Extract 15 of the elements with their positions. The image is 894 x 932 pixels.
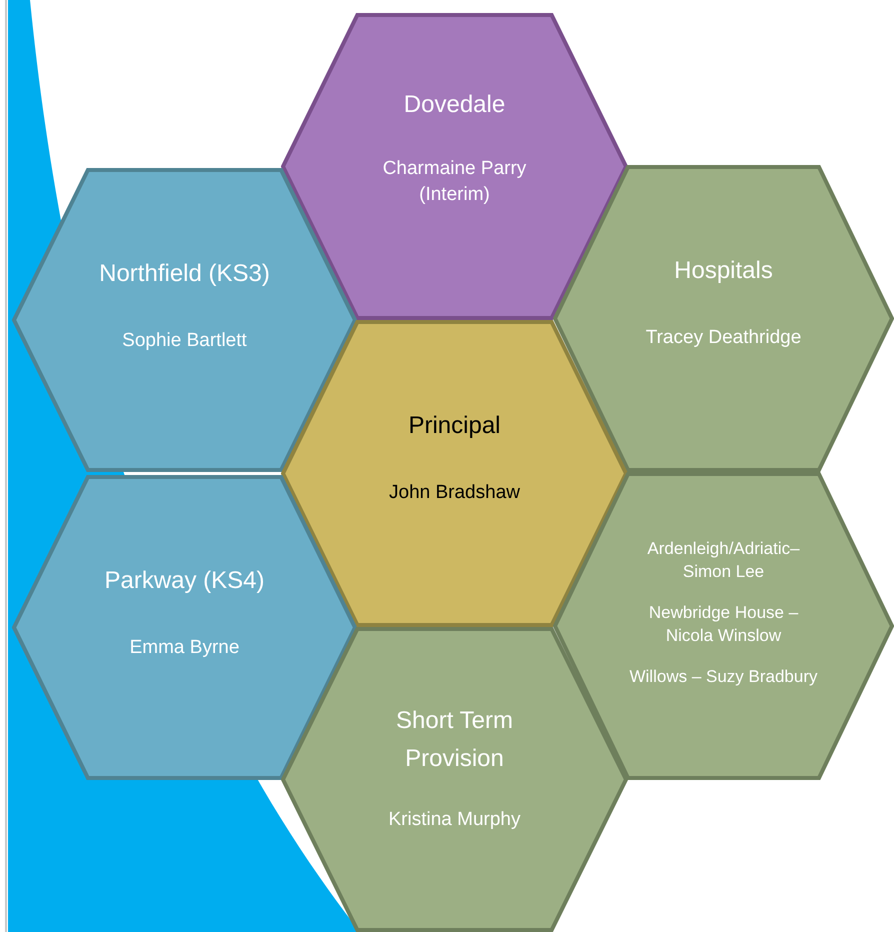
staff-name: Tracey Deathridge: [644, 326, 802, 350]
staff-name: Willows – Suzy Bradbury: [628, 666, 818, 688]
tile-heading: Principal: [407, 412, 502, 440]
tile-heading: Short Term Provision: [395, 706, 514, 774]
staff-name: John Bradshaw: [388, 481, 521, 505]
tile-heading: Northfield (KS3): [98, 260, 271, 288]
tile-heading: Parkway (KS4): [103, 567, 266, 595]
staff-name: Emma Byrne: [128, 636, 240, 660]
staff-name: Newbridge House – Nicola Winslow: [648, 602, 800, 647]
tile-heading: Hospitals: [673, 257, 774, 285]
staff-name: Kristina Murphy: [388, 808, 522, 832]
staff-name: Sophie Bartlett: [121, 329, 248, 353]
tile-heading: Dovedale: [402, 91, 506, 119]
staff-name: Ardenleigh/Adriatic– Simon Lee: [646, 538, 801, 583]
staff-name: Charmaine Parry (Interim): [382, 157, 528, 207]
